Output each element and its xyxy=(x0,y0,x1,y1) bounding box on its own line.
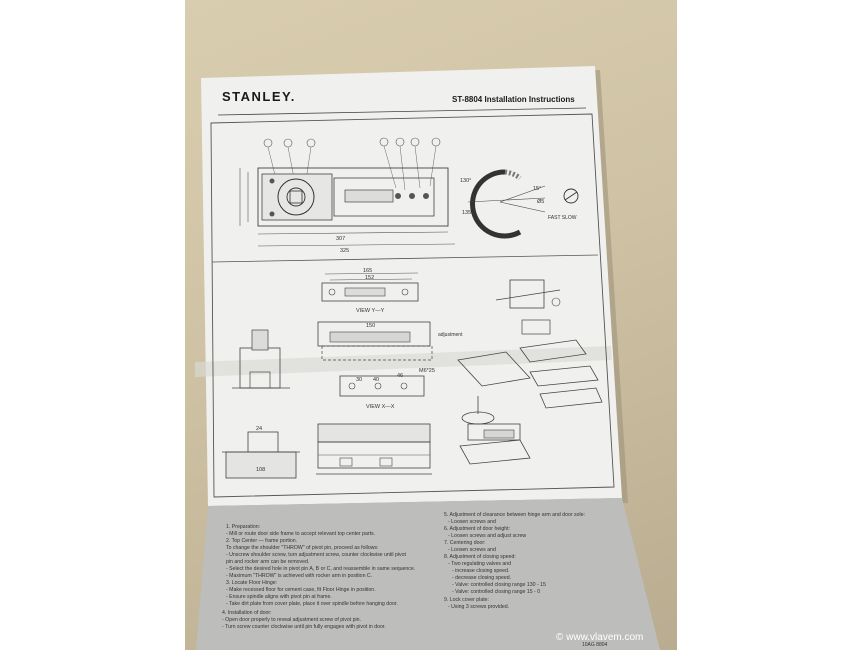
dimension-40: 40 xyxy=(373,377,379,383)
instruction-line: - Valve: controlled closing range 15 - 0 xyxy=(452,589,540,595)
side-elevation-views: 24 108 xyxy=(222,329,300,479)
instruction-line: - Mill or route door side frame to accep… xyxy=(226,531,375,537)
dimension-108: 108 xyxy=(256,467,265,473)
instruction-line: - Two regulating valves and xyxy=(448,561,511,567)
instruction-line: - Ensure spindle aligns with pivot pin a… xyxy=(226,594,332,600)
instruction-line: - decrease closing speed. xyxy=(452,575,511,581)
instruction-line: - Make recessed floor for cement case, f… xyxy=(226,587,376,593)
dimension-307: 307 xyxy=(336,236,345,242)
footer-code: 10AG 8804 xyxy=(582,642,608,648)
instruction-line: - Open door properly to reveal adjustmen… xyxy=(222,617,361,623)
exploded-isometric-views xyxy=(457,279,603,465)
instruction-line: 3. Locate Floor Hinge: xyxy=(226,580,277,586)
view-x-label: VIEW X—X xyxy=(366,404,395,410)
instruction-line: - Loosen screws and xyxy=(448,547,496,553)
instruction-line: 7. Centering door: xyxy=(444,540,486,546)
instruction-line: - Take dirt plate from cover plate, plac… xyxy=(226,601,398,607)
instruction-line: 1. Preparation: xyxy=(226,524,260,530)
instruction-line: 6. Adjustment of door height: xyxy=(444,526,510,532)
instruction-text-right: 5. Adjustment of clearance between hinge… xyxy=(444,512,585,610)
instruction-text-left: 1. Preparation: - Mill or route door sid… xyxy=(222,524,415,630)
section-views: 165 152 VIEW Y—Y 150 adjustment 30 40 46… xyxy=(316,268,463,475)
instruction-line: pin and rocker arm can be removed. xyxy=(226,559,309,565)
angle-130: 130° xyxy=(460,178,471,184)
instruction-line: 5. Adjustment of clearance between hinge… xyxy=(444,512,585,518)
dimension-325: 325 xyxy=(340,248,349,254)
instruction-line: - Using 3 screws provided. xyxy=(448,604,509,610)
dimension-165: 165 xyxy=(363,268,372,274)
header-rule xyxy=(217,107,587,116)
dimension-24: 24 xyxy=(256,426,262,432)
instruction-line: - Turn screw counter clockwise until pin… xyxy=(222,624,386,630)
instruction-line: To change the shoulder "THROW" of pivot … xyxy=(226,545,378,551)
instruction-line: - Unscrew shoulder screw, turn adjustmen… xyxy=(226,552,406,558)
instruction-line: 8. Adjustment of closing speed: xyxy=(444,554,516,560)
paper-lower-panel xyxy=(196,498,660,650)
instruction-line: 9. Lock cover plate: xyxy=(444,597,489,603)
svg-text:FAST SLOW: FAST SLOW xyxy=(548,215,577,221)
angle-135: 135° xyxy=(462,210,473,216)
dimension-150: 150 xyxy=(366,323,375,329)
instruction-line: - Maximum "THROW" is achieved with rocke… xyxy=(226,573,372,579)
angle-15: 15° xyxy=(533,186,541,192)
drawing-divider xyxy=(211,254,599,263)
instruction-line: 2. Top Center — frame portion. xyxy=(226,538,297,544)
instruction-line: - increase closing speed. xyxy=(452,568,509,574)
instruction-line: - Loosen screws and adjust screw xyxy=(448,533,526,539)
watermark-text: © www.vlavem.com xyxy=(556,632,643,643)
dimension-152: 152 xyxy=(365,275,374,281)
angle-5: Ø5 xyxy=(537,199,544,205)
brand-logo-text: STANLEY. xyxy=(222,89,296,104)
dimension-46: 46 xyxy=(397,373,403,379)
view-y-label: VIEW Y—Y xyxy=(356,308,385,314)
instruction-line: 4. Installation of door: xyxy=(222,610,272,616)
instruction-line: - Valve: controlled closing range 130 - … xyxy=(452,582,546,588)
dimension-m6-25: M6*25 xyxy=(419,368,435,374)
dimension-30: 30 xyxy=(356,377,362,383)
document-title: ST-8804 Installation Instructions xyxy=(452,95,575,104)
instruction-line: - Loosen screws and xyxy=(448,519,496,525)
instruction-line: - Select the desired hole in pivot pin A… xyxy=(226,566,415,572)
drawing-frame xyxy=(210,113,615,498)
top-assembly-drawing: 307 325 130° 15° Ø5 135° FAST SLOW xyxy=(239,137,579,254)
svg-text:adjustment: adjustment xyxy=(438,332,463,338)
